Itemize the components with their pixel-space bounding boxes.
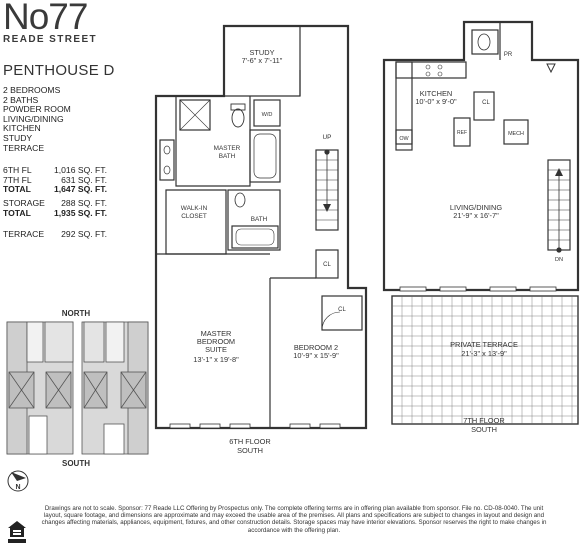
floor7-label-line1: 7TH FLOOR <box>463 416 504 425</box>
brand-street: READE STREET <box>3 34 98 45</box>
master-bedroom-dims: 13'-1" x 19'-8" <box>193 355 239 364</box>
area-value: 1,935 SQ. FT. <box>53 207 107 218</box>
key-plan-north-label: NORTH <box>62 309 91 318</box>
floor6-label-line2: SOUTH <box>237 446 263 455</box>
area-row: STORAGE 288 SQ. FT. <box>3 198 107 209</box>
plan-6th-floor: STUDY 7'-6" x 7'-11" MASTER BATH W/D WAL… <box>154 24 368 455</box>
mech-label: MECH <box>508 131 524 137</box>
feature-item: STUDY <box>3 132 33 143</box>
area-label: TOTAL <box>3 184 31 195</box>
study-dims: 7'-6" x 7'-11" <box>242 56 283 65</box>
area-row-total: TOTAL 1,935 SQ. FT. <box>3 207 107 219</box>
feature-item: KITCHEN <box>3 123 41 134</box>
feature-item: 2 BEDROOMS <box>3 85 61 95</box>
master-bath-label-2: BATH <box>219 153 236 160</box>
area-table-terrace: TERRACE 292 SQ. FT. <box>3 229 107 240</box>
compass-icon: N <box>7 470 29 492</box>
area-table-storage: STORAGE 288 SQ. FT. TOTAL 1,935 SQ. FT. <box>3 198 107 219</box>
feature-item: 2 BATHS <box>3 94 39 105</box>
floor7-label-line2: SOUTH <box>471 425 497 434</box>
plan-7th-floor: KITCHEN 10'-0" x 9'-0" PR CL OW REF MECH… <box>382 20 580 434</box>
living-dims: 21'-9" x 16'-7" <box>453 211 499 220</box>
walkin-label-1: WALK-IN <box>181 205 208 212</box>
feature-list: 2 BEDROOMS 2 BATHS POWDER ROOM LIVING/DI… <box>3 85 71 153</box>
unit-title: PENTHOUSE D <box>3 62 115 79</box>
master-bedroom-label-1: MASTER <box>201 329 232 338</box>
area-value: 288 SQ. FT. <box>61 198 107 208</box>
legal-disclaimer: Drawings are not to scale. Sponsor: 77 R… <box>41 505 547 534</box>
pr-label: PR <box>504 52 513 58</box>
walkin-label-2: CLOSET <box>181 213 207 220</box>
master-bath-label-1: MASTER <box>214 145 241 152</box>
kitchen-label: KITCHEN <box>420 89 452 98</box>
study-label: STUDY <box>249 48 274 57</box>
floor6-label-line1: 6TH FLOOR <box>229 437 270 446</box>
ow-label: OW <box>399 136 409 142</box>
key-plan-block-left <box>6 321 74 455</box>
area-label: TERRACE <box>3 229 45 239</box>
area-label: 7TH FL <box>3 174 32 185</box>
brand-logo: No77 <box>3 0 88 37</box>
area-row: TERRACE 292 SQ. FT. <box>3 229 107 240</box>
area-value: 292 SQ. FT. <box>61 229 107 239</box>
area-row-total: TOTAL 1,647 SQ. FT. <box>3 185 107 195</box>
cl-label: CL <box>338 307 346 313</box>
ref-label: REF <box>457 130 467 136</box>
area-row: 6TH FL 1,016 SQ. FT. <box>3 165 107 176</box>
feature-item: POWDER ROOM <box>3 104 71 115</box>
living-label: LIVING/DINING <box>450 203 502 212</box>
key-plan-block-right <box>81 321 149 455</box>
bedroom2-label: BEDROOM 2 <box>294 343 338 352</box>
cl-label: CL <box>323 262 331 268</box>
feature-item: LIVING/DINING <box>3 113 64 124</box>
terrace-label: PRIVATE TERRACE <box>450 340 518 349</box>
stair-dn-label: DN <box>555 257 563 263</box>
bedroom2-dims: 10'-9" x 15'-9" <box>293 351 339 360</box>
bath-label: BATH <box>251 216 268 223</box>
area-table-floors: 6TH FL 1,016 SQ. FT. 7TH FL 631 SQ. FT. TO… <box>3 165 107 195</box>
area-label: 6TH FL <box>3 165 32 175</box>
terrace-dims: 21'-3" x 13'-9" <box>461 349 507 358</box>
feature-item: TERRACE <box>3 142 45 153</box>
area-label: TOTAL <box>3 207 31 218</box>
cl-label: CL <box>482 100 490 106</box>
area-value: 1,016 SQ. FT. <box>53 165 107 175</box>
key-plan-south-label: SOUTH <box>62 459 90 468</box>
brand-name: No77 <box>3 0 88 37</box>
area-value: 631 SQ. FT. <box>61 174 107 185</box>
area-label: STORAGE <box>3 198 45 208</box>
master-bedroom-label-2: BEDROOM <box>197 337 235 346</box>
master-bedroom-label-3: SUITE <box>205 345 227 354</box>
equal-housing-icon <box>8 521 26 543</box>
compass-label: N <box>15 484 20 491</box>
stair-up-label: UP <box>323 134 332 141</box>
area-row: 7TH FL 631 SQ. FT. <box>3 174 107 186</box>
key-plan: NORTH SOUTH <box>6 309 149 492</box>
area-value: 1,647 SQ. FT. <box>53 184 107 195</box>
kitchen-dims: 10'-0" x 9'-0" <box>415 97 457 106</box>
wd-label: W/D <box>262 112 273 118</box>
